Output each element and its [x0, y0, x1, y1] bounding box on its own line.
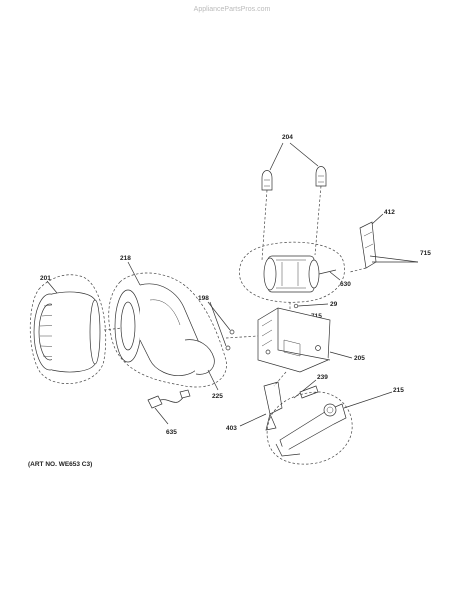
motor-assembly-part[interactable]: [239, 241, 345, 303]
motor-clips-part[interactable]: [261, 166, 327, 261]
sensor-bracket-part[interactable]: [349, 221, 377, 273]
blower-housing-part[interactable]: [108, 272, 227, 388]
callout-29[interactable]: 29: [330, 301, 338, 308]
callout-412[interactable]: 412: [384, 209, 395, 216]
callout-630[interactable]: 630: [340, 281, 351, 288]
callout-239[interactable]: 239: [317, 374, 328, 381]
wire-harness-part[interactable]: [147, 389, 191, 425]
callout-218[interactable]: 218: [120, 255, 131, 262]
callout-225[interactable]: 225: [212, 393, 223, 400]
callout-198[interactable]: 198: [198, 295, 209, 302]
blower-wheel-part[interactable]: [29, 274, 107, 384]
callout-215[interactable]: 215: [393, 387, 404, 394]
leader-204a: [269, 142, 284, 171]
callout-715-top[interactable]: 715: [420, 250, 431, 257]
watermark-text: AppliancePartsPros.com: [194, 6, 271, 13]
leader-630: [329, 271, 341, 281]
assembly-axis-lines: [103, 302, 291, 387]
leader-201: [46, 280, 58, 294]
callout-204[interactable]: 204: [282, 134, 293, 141]
art-number-label: (ART NO. WE653 C3): [28, 461, 92, 468]
screw-715-top-part[interactable]: [369, 255, 419, 263]
callout-715-mid[interactable]: 715: [311, 313, 322, 320]
screws-198-part[interactable]: [207, 301, 235, 351]
callout-635[interactable]: 635: [166, 429, 177, 436]
bracket-239-part[interactable]: [293, 379, 319, 399]
screw-29-part[interactable]: [293, 303, 329, 309]
idler-assembly-part[interactable]: [266, 391, 353, 465]
leader-204b: [289, 142, 319, 167]
actuator-403-part[interactable]: [239, 381, 283, 431]
leader-218: [127, 261, 141, 286]
callout-201[interactable]: 201: [40, 275, 51, 282]
leader-225: [207, 369, 219, 391]
motor-mount-part[interactable]: [257, 307, 331, 373]
leader-205: [329, 351, 353, 359]
callout-205[interactable]: 205: [354, 355, 365, 362]
leader-412: [371, 213, 384, 225]
leader-215: [343, 391, 393, 409]
callout-403[interactable]: 403: [226, 425, 237, 432]
